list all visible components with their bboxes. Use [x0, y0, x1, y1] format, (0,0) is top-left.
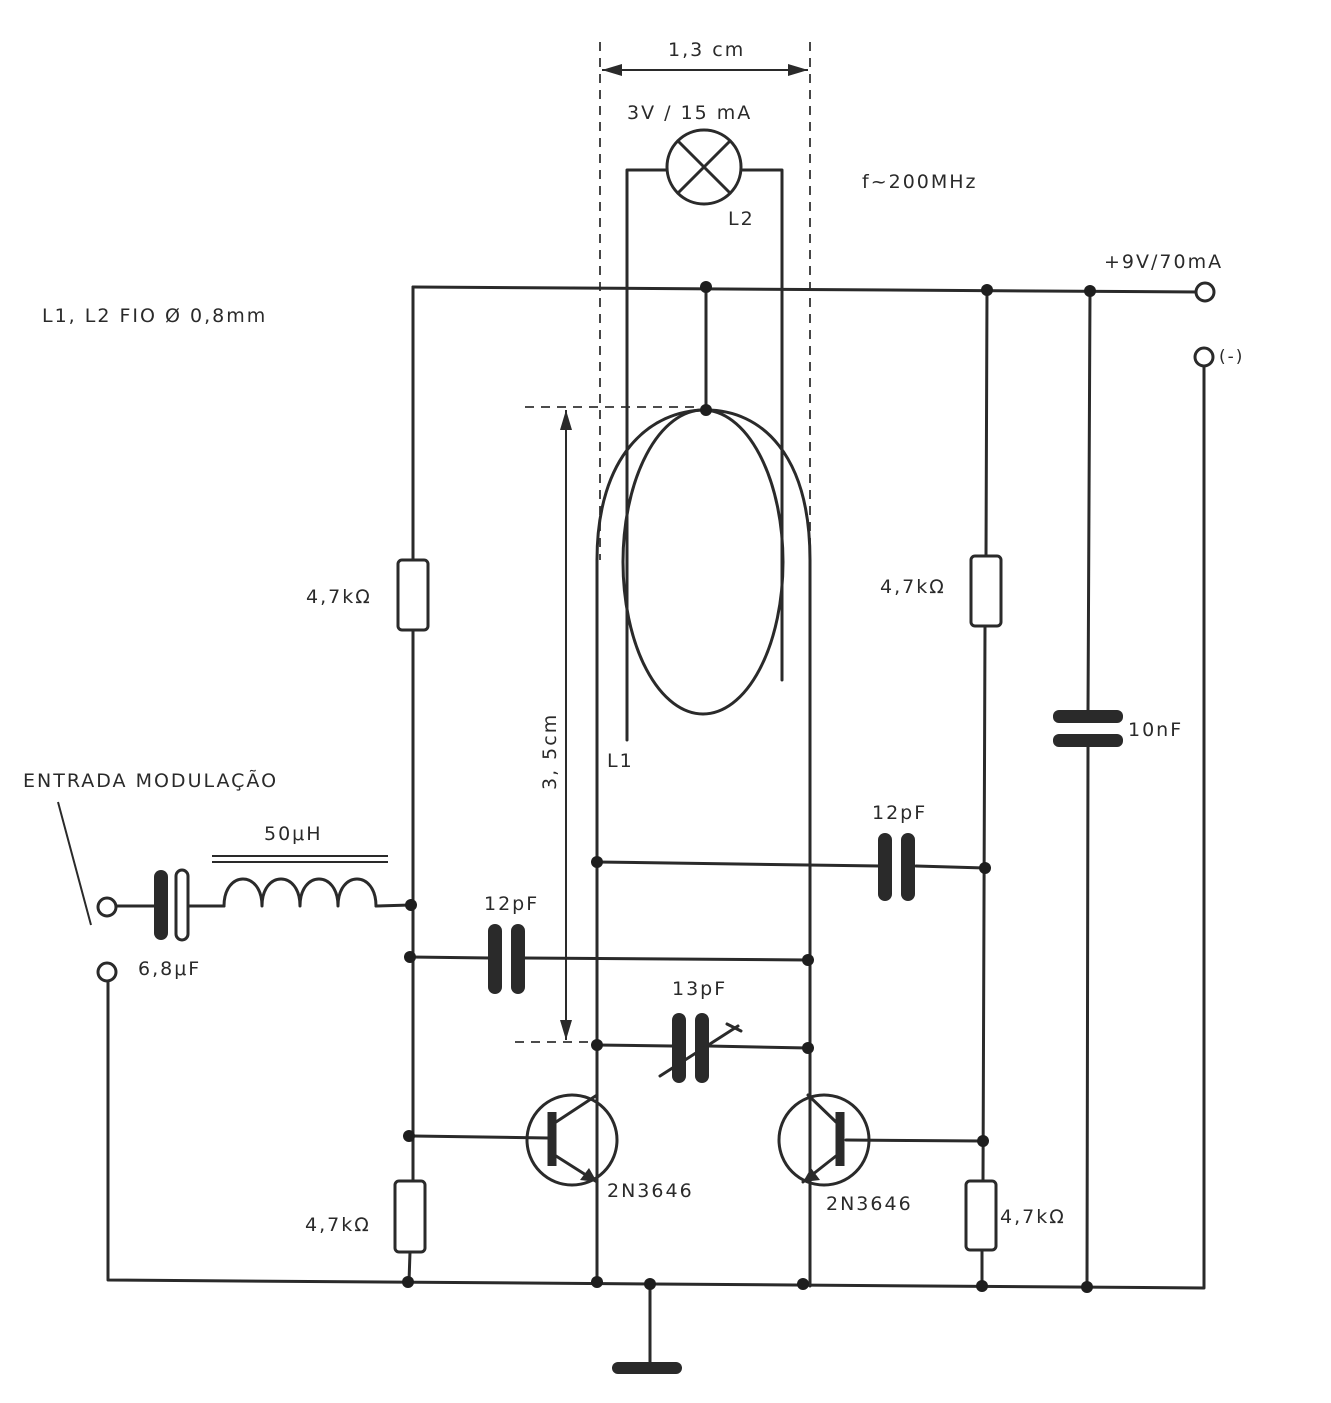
height-dimension-label: 3, 5cm — [539, 713, 561, 790]
wire-note-label: L1, L2 FIO Ø 0,8mm — [42, 305, 267, 327]
capacitor-6-8uf-label: 6,8μF — [138, 958, 201, 980]
trimmer-capacitor-13pf — [658, 1013, 743, 1083]
resistor-top-right-label: 4,7kΩ — [880, 576, 946, 598]
transistor-right-label: 2N3646 — [826, 1193, 913, 1215]
supply-terminal-negative[interactable] — [1193, 346, 1215, 368]
supply-negative-label: (-) — [1219, 347, 1244, 367]
capacitor-12pf-right-label: 12pF — [872, 802, 927, 824]
height-dimension-arrow — [560, 410, 572, 1040]
transistor-right — [777, 1093, 985, 1187]
transistor-left-label: 2N3646 — [607, 1180, 694, 1202]
resistor-top-left-label: 4,7kΩ — [306, 586, 372, 608]
capacitor-10nf-label: 10nF — [1128, 719, 1183, 741]
crossover-wire-right — [595, 860, 987, 870]
width-dimension-label: 1,3 cm — [668, 39, 745, 61]
ground-symbol — [612, 1282, 682, 1374]
choke-label: 50μH — [264, 823, 323, 845]
input-terminal-ground[interactable] — [96, 961, 118, 983]
lamp-loop — [625, 168, 784, 742]
resistor-top-right — [969, 554, 1003, 628]
crossover-wire-left — [408, 955, 810, 962]
junction-dots — [402, 281, 1096, 1293]
coil-l1-label: L1 — [607, 750, 634, 772]
capacitor-13pf-label: 13pF — [672, 978, 727, 1000]
input-terminals — [57, 801, 118, 983]
capacitor-12pf-left-label: 12pF — [484, 893, 539, 915]
coil-l2-label: L2 — [728, 208, 755, 230]
supply-terminal-positive[interactable] — [1194, 281, 1216, 303]
frequency-label: f~200MHz — [862, 171, 978, 193]
trimmer-wire — [595, 1043, 810, 1050]
dimension-guides — [515, 42, 811, 1043]
lamp-rating-label: 3V / 15 mA — [627, 102, 752, 124]
supply-positive-label: +9V/70mA — [1104, 251, 1223, 273]
lamp-icon — [665, 128, 743, 206]
coil-l2-loop — [621, 408, 785, 716]
resistor-top-left — [396, 558, 430, 632]
input-terminal-signal[interactable] — [96, 896, 118, 918]
width-dimension-arrow — [602, 64, 808, 76]
capacitor-10nf — [1053, 289, 1123, 1289]
resistor-bottom-left — [393, 1179, 427, 1254]
resistor-bottom-right-label: 4,7kΩ — [1000, 1206, 1066, 1228]
capacitor-12pf-right — [878, 833, 915, 901]
choke-50uh — [212, 855, 413, 908]
resistor-bottom-left-label: 4,7kΩ — [305, 1214, 371, 1236]
supply-rail-top — [411, 285, 1202, 294]
capacitor-12pf-left — [488, 924, 525, 994]
transistor-left — [411, 1043, 619, 1187]
resistor-bottom-right — [964, 1179, 998, 1252]
input-label: ENTRADA MODULAÇÃO — [23, 769, 278, 792]
capacitor-6-8uf — [114, 868, 226, 942]
